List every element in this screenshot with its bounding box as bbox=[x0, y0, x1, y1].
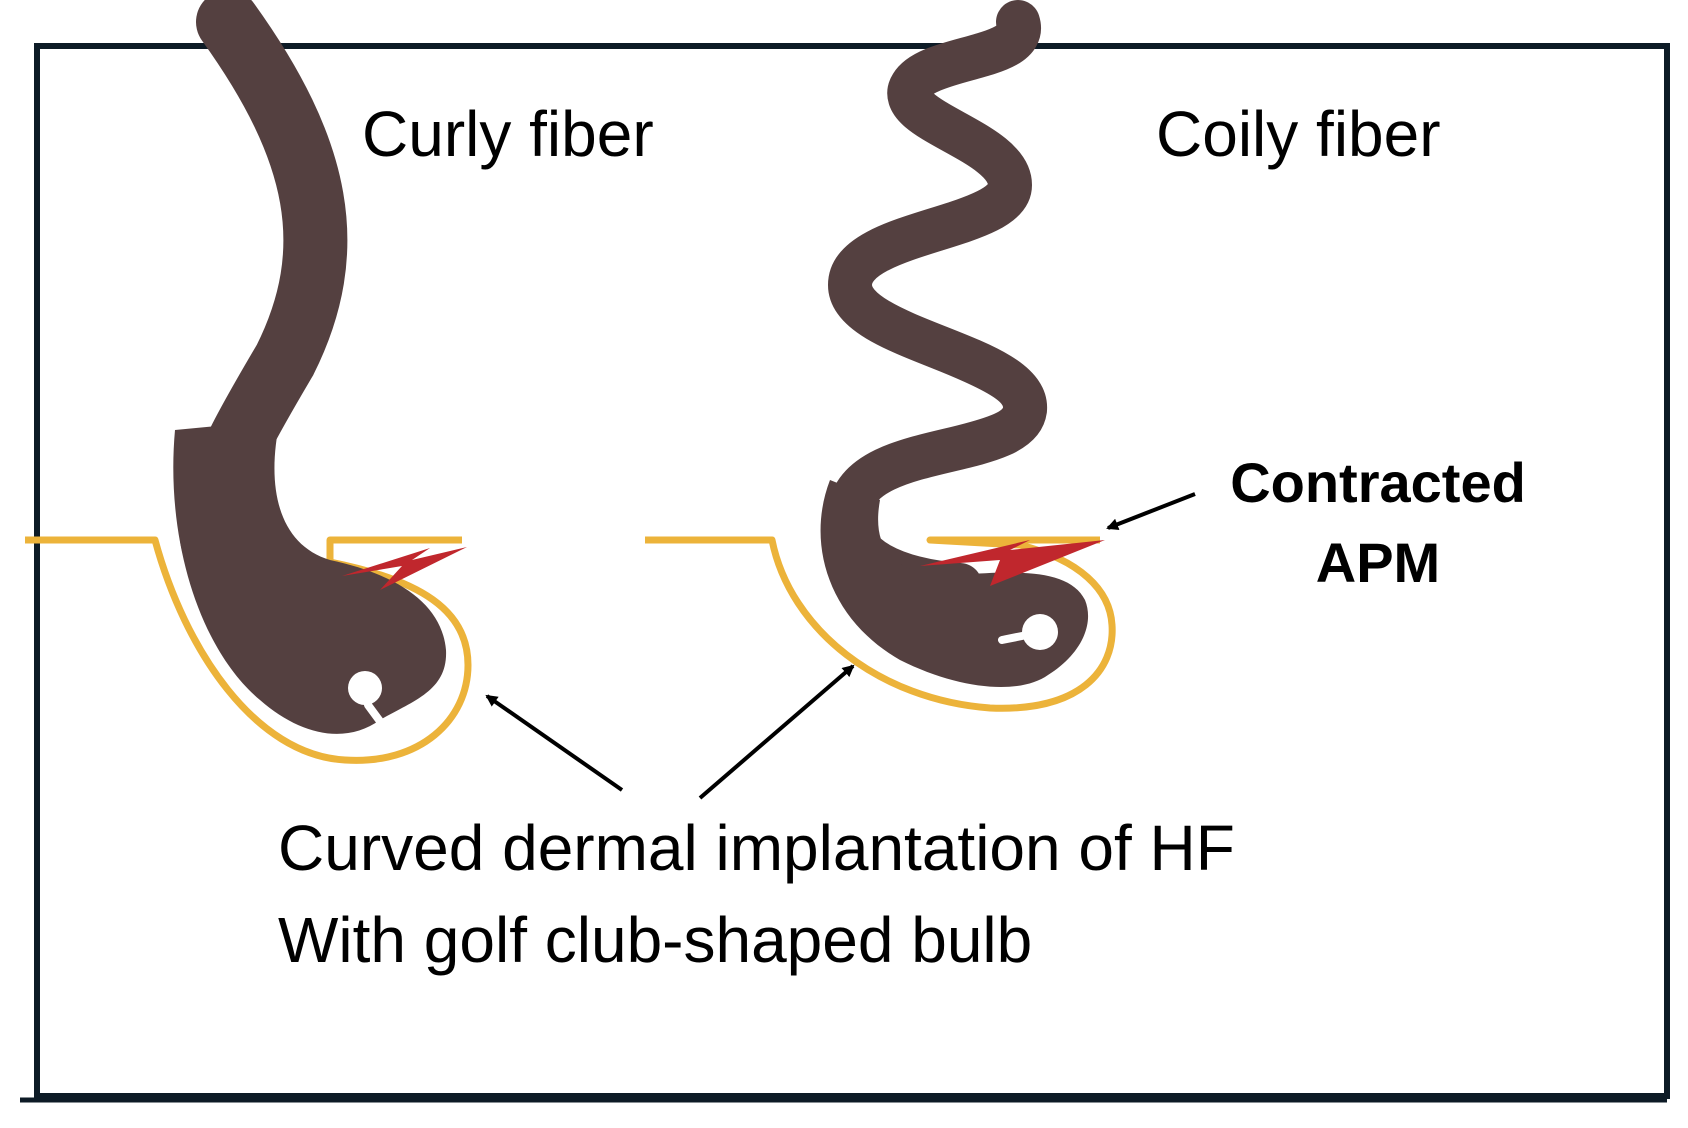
curly-hair-bulb bbox=[173, 420, 447, 734]
coily-follicle-group bbox=[645, 0, 1116, 712]
curly-fiber-label: Curly fiber bbox=[362, 98, 654, 170]
apm-pointer-arrow bbox=[1106, 492, 1196, 530]
figure-frame bbox=[34, 43, 1670, 1099]
coily-hair-bulb bbox=[820, 480, 1089, 687]
apm-label-line1: Contracted bbox=[1230, 451, 1526, 514]
coily-papilla-slit bbox=[998, 632, 1026, 644]
coily-apm-bolt bbox=[920, 540, 1105, 586]
curly-skin-line bbox=[25, 536, 472, 764]
curly-apm-bolt bbox=[342, 547, 467, 590]
curly-bulb-arrow bbox=[485, 694, 624, 792]
coily-papilla bbox=[1022, 614, 1058, 650]
caption-line1: Curved dermal implantation of HF bbox=[278, 812, 1235, 884]
caption-line2: With golf club-shaped bulb bbox=[278, 904, 1032, 976]
curly-papilla bbox=[348, 671, 382, 705]
coily-skin-line bbox=[645, 536, 1116, 712]
curly-papilla-slit bbox=[364, 701, 386, 728]
coily-fiber-label: Coily fiber bbox=[1156, 98, 1441, 170]
coily-bulb-arrow bbox=[698, 664, 855, 800]
curly-follicle-group bbox=[25, 0, 472, 764]
apm-label-line2: APM bbox=[1316, 531, 1440, 594]
